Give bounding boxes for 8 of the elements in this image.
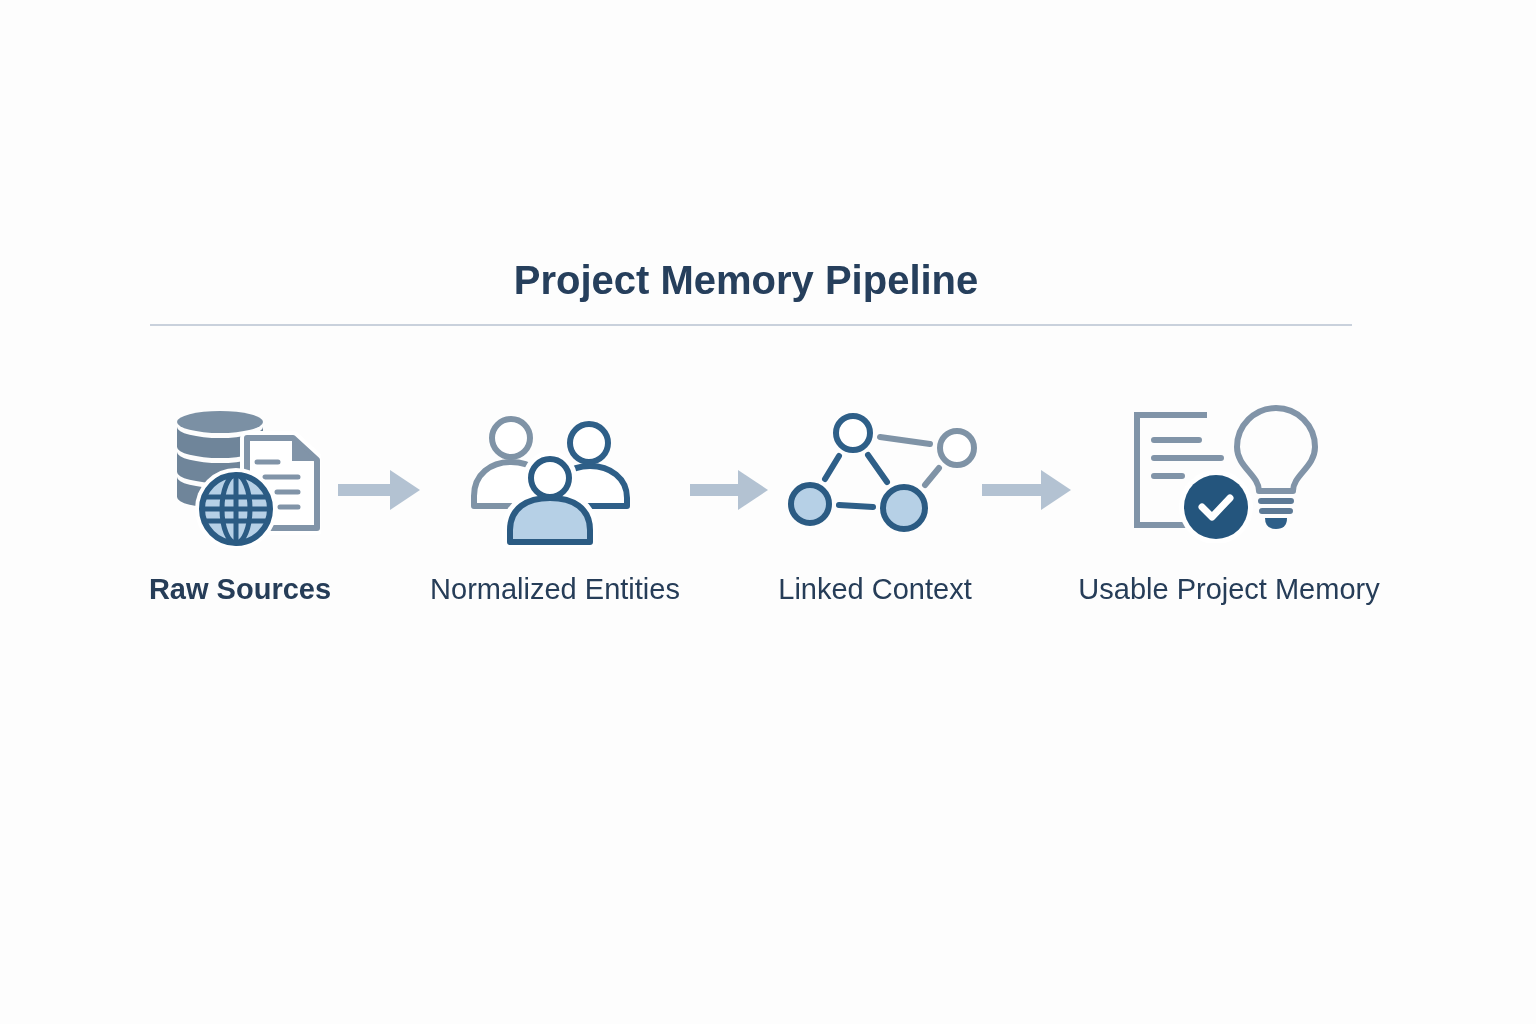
step-label: Normalized Entities (430, 572, 680, 607)
step-label: Linked Context (778, 572, 972, 607)
arrow (982, 470, 1071, 510)
title: Project Memory Pipeline (513, 257, 979, 304)
arrow (338, 470, 420, 510)
step-label: Raw Sources (148, 572, 332, 607)
step-label: Usable Project Memory (1078, 572, 1380, 607)
arrow (690, 470, 768, 510)
